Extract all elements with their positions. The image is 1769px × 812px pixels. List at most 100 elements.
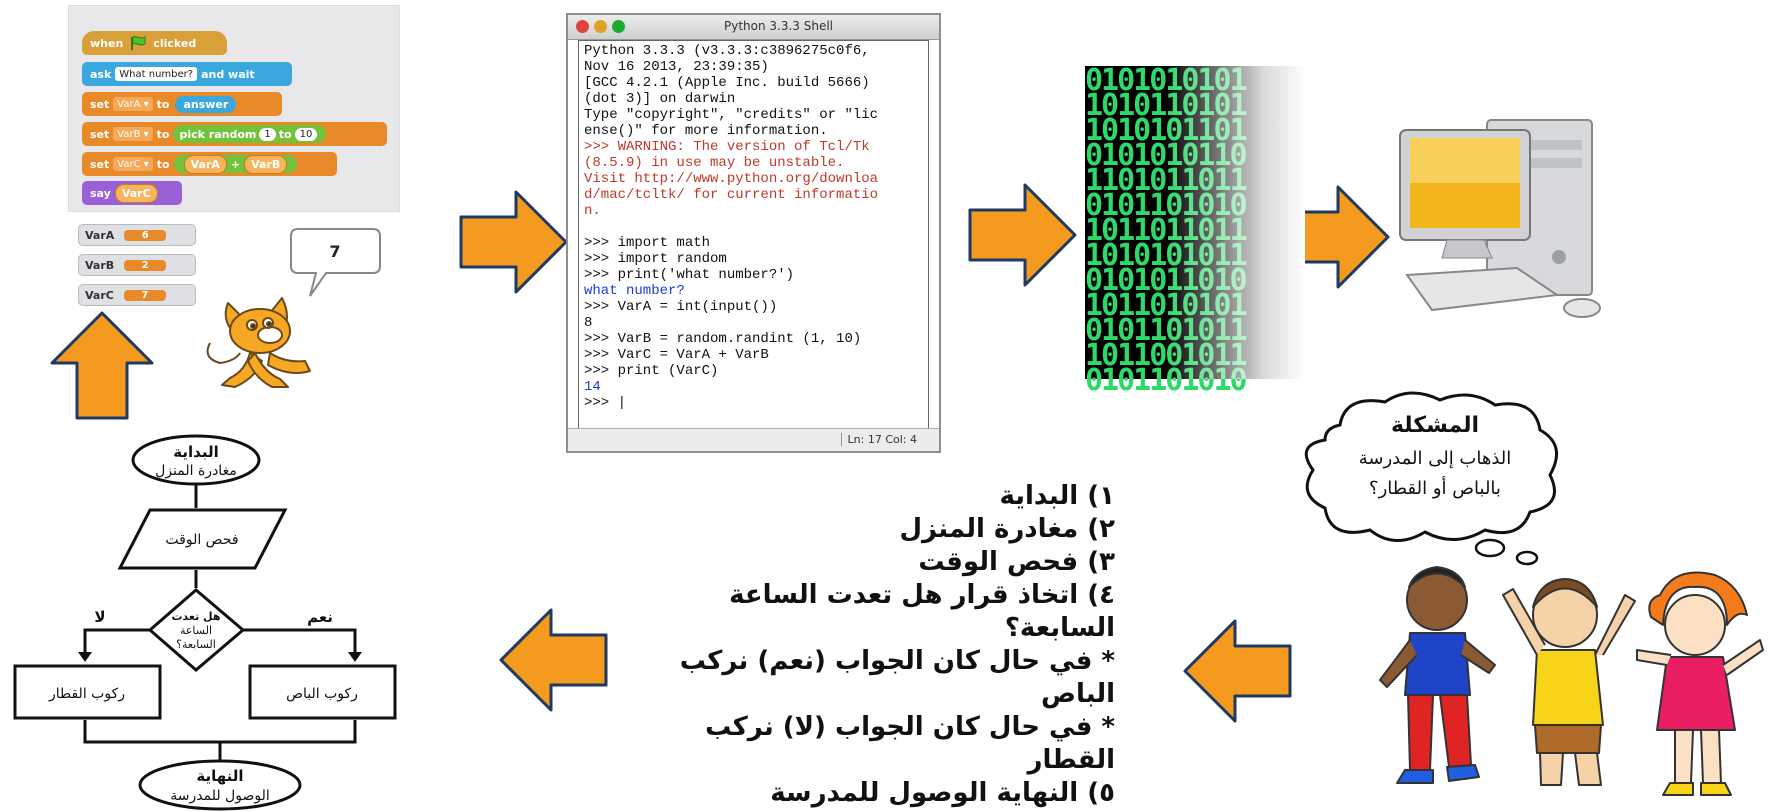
bus-label: ركوب الباص [286, 686, 358, 702]
computer-icon [1399, 119, 1601, 318]
to-label: to [278, 127, 292, 141]
answer-reporter[interactable]: answer [175, 95, 237, 113]
train-node [13, 664, 162, 720]
green-flag-icon [129, 35, 147, 51]
ask-prompt-input[interactable]: What number? [115, 67, 198, 81]
bus-node [248, 664, 397, 720]
arrow-left-1 [1183, 619, 1292, 723]
to-label: to [156, 97, 170, 111]
shell-line: >>> VarC = VarA + VarB [584, 347, 769, 363]
shell-line: Python 3.3.3 (v3.3.3:c3896275c0f6, [584, 43, 870, 59]
start-subtitle: مغادرة المنزل [155, 463, 237, 479]
flowchart: البداية مغادرة المنزل فحص الوقت هل تعدت … [13, 434, 397, 811]
when-label: when [90, 36, 124, 50]
set-label: set [90, 127, 110, 141]
step-4-no: * في حال كان الجواب (لا) نركب القطار [705, 712, 1115, 775]
monitor-name: VarC [85, 288, 114, 302]
shell-line: what number? [584, 283, 685, 299]
add-operator[interactable]: VarA + VarB [173, 154, 298, 174]
problem-thought-cloud: المشكلة الذهاب إلى المدرسة بالباص أو الق… [1304, 391, 1559, 566]
children-illustration [1379, 566, 1764, 796]
set-varc-block[interactable]: set VarC ▾ to VarA + VarB [82, 152, 337, 176]
set-label: set [90, 97, 110, 111]
shell-line: >>> print('what number?') [584, 267, 795, 283]
step-1: ١) البداية [999, 481, 1115, 511]
window-title: Python 3.3.3 Shell [723, 19, 834, 33]
clicked-label: clicked [153, 36, 197, 50]
shell-line: 14 [584, 379, 601, 395]
monitor-value: 6 [124, 229, 167, 241]
shell-output[interactable]: Python 3.3.3 (v3.3.3:c3896275c0f6,Nov 16… [578, 40, 929, 429]
speech-bubble: 7 [290, 228, 381, 297]
arrow-left-2 [499, 608, 608, 712]
minimize-button[interactable] [594, 20, 607, 33]
shell-status-bar: Ln: 17 Col: 4 [568, 428, 939, 451]
maximize-button[interactable] [612, 20, 625, 33]
say-label: say [90, 186, 111, 200]
python-shell-window: Python 3.3.3 Shell Python 3.3.3 (v3.3.3:… [566, 13, 941, 453]
pick-random-reporter[interactable]: pick random 1 to 10 [173, 125, 327, 143]
varc-dropdown[interactable]: VarC ▾ [113, 157, 153, 171]
binary-code-image: 0101010101101011010110101011010101010110… [1085, 66, 1305, 396]
set-label: set [90, 157, 110, 171]
shell-line: (8.5.9) in use may be unstable. [584, 155, 845, 171]
varb-reporter[interactable]: VarB [244, 154, 288, 174]
shell-line: 8 [584, 315, 593, 331]
close-button[interactable] [576, 20, 589, 33]
step-4-yes: * في حال كان الجواب (نعم) نركب الباص [679, 646, 1115, 709]
monitor-value: 2 [124, 259, 167, 271]
monitor-name: VarA [85, 228, 115, 242]
set-varb-block[interactable]: set VarB ▾ to pick random 1 to 10 [82, 122, 387, 146]
say-block[interactable]: say VarC [82, 181, 182, 205]
step-5: ٥) النهاية الوصول للمدرسة [770, 778, 1115, 808]
no-label: لا [94, 608, 105, 626]
shell-line: >>> import math [584, 235, 711, 251]
monitor-varc: VarC 7 [78, 284, 196, 306]
problem-line-1: الذهاب إلى المدرسة [1359, 448, 1512, 469]
arrow-up [50, 311, 154, 420]
vara-dropdown[interactable]: VarA ▾ [113, 97, 153, 111]
shell-line: >>> | [584, 395, 627, 411]
shell-line: d/mac/tcltk/ for current informatio [584, 187, 879, 203]
to-label: to [156, 157, 170, 171]
shell-line: (dot 3)] on darwin [584, 91, 736, 107]
vara-name: VarA [117, 98, 141, 110]
shell-title-bar: Python 3.3.3 Shell [568, 15, 939, 40]
pick-random-label: pick random [179, 127, 257, 141]
algorithm-steps: ١) البداية ٢) مغادرة المنزل ٣) فحص الوقت… [675, 480, 1115, 810]
decision-line-1: هل تعدت [171, 610, 220, 623]
shell-line: >>> VarB = random.randint (1, 10) [584, 331, 862, 347]
varb-dropdown[interactable]: VarB ▾ [113, 127, 153, 141]
monitor-vara: VarA 6 [78, 224, 196, 246]
varc-name: VarC [117, 158, 141, 170]
problem-title: المشكلة [1391, 413, 1479, 438]
start-node [131, 434, 261, 486]
when-flag-clicked-block[interactable]: when clicked [82, 31, 227, 55]
speech-text: 7 [329, 242, 340, 261]
shell-line [584, 219, 923, 235]
shell-line: ense()" for more information. [584, 123, 828, 139]
random-from-input[interactable]: 1 [259, 127, 276, 141]
varb-name: VarB [117, 128, 141, 140]
vara-reporter[interactable]: VarA [183, 154, 227, 174]
shell-line: [GCC 4.2.1 (Apple Inc. build 5666) [584, 75, 870, 91]
random-to-input[interactable]: 10 [294, 127, 318, 141]
shell-line: >>> import random [584, 251, 727, 267]
step-3: ٣) فحص الوقت [918, 547, 1115, 577]
check-time-label: فحص الوقت [165, 532, 238, 548]
set-vara-block[interactable]: set VarA ▾ to answer [82, 92, 282, 116]
varc-reporter[interactable]: VarC [114, 183, 158, 203]
plus-label: + [230, 157, 241, 171]
shell-line: Visit http://www.python.org/downloa [584, 171, 879, 187]
decision-line-3: السابعة؟ [176, 638, 216, 651]
shell-line: Nov 16 2013, 23:39:35) [584, 59, 769, 75]
decision-node [147, 588, 246, 672]
step-2: ٢) مغادرة المنزل [899, 514, 1115, 544]
ask-and-wait-block[interactable]: ask What number? and wait [82, 62, 292, 86]
start-title: البداية [173, 443, 218, 461]
shell-line: >>> WARNING: The version of Tcl/Tk [584, 139, 870, 155]
monitor-value: 7 [123, 289, 166, 301]
arrow-right-1 [459, 190, 568, 294]
monitor-varb: VarB 2 [78, 254, 196, 276]
cursor-position: Ln: 17 Col: 4 [840, 433, 917, 446]
